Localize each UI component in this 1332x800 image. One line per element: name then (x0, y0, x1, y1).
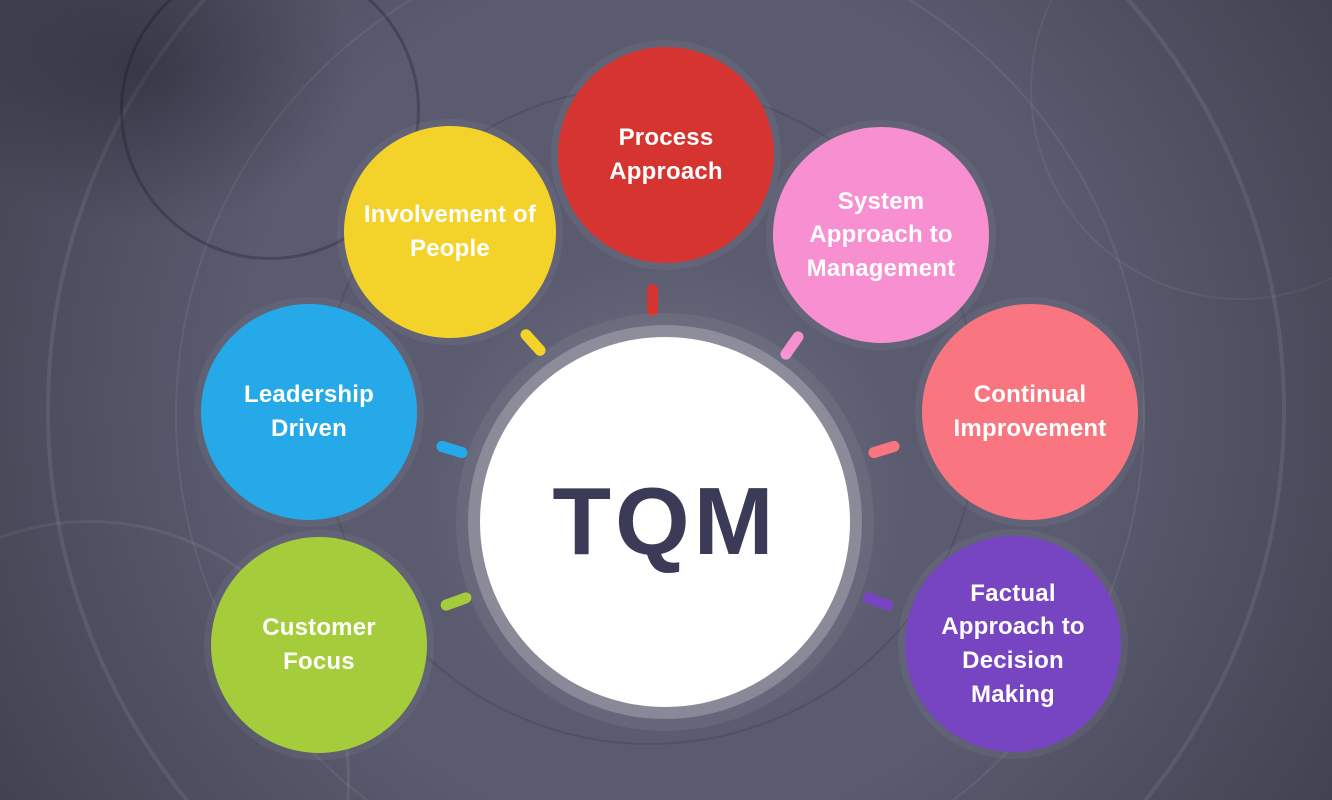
connector-dash-leadership (435, 439, 469, 460)
connector-dash-continual (867, 439, 901, 460)
principle-label-leadership-driven: Leadership Driven (243, 381, 375, 442)
connector-dash-system-approach (778, 329, 806, 362)
principle-circle-system-approach: System Approach to Management (773, 127, 989, 343)
principle-circle-factual-approach: Factual Approach to Decision Making (905, 536, 1121, 752)
principle-circle-leadership-driven: Leadership Driven (201, 304, 417, 520)
principle-label-system-approach: System Approach to Management (806, 187, 956, 282)
connector-dash-factual-approach (861, 590, 895, 613)
connector-dash-involvement (518, 326, 548, 359)
principle-label-customer-focus: Customer Focus (262, 614, 376, 675)
background-corner-shadow (0, 0, 360, 230)
principle-circle-involvement-of-people: Involvement of People (344, 126, 556, 338)
connector-dash-customer-focus (439, 590, 473, 613)
principle-circle-continual-improvement: Continual Improvement (922, 304, 1138, 520)
background-swirl (1030, 0, 1332, 300)
center-circle-tqm: TQM (480, 337, 850, 707)
principle-circle-process-approach: Process Approach (558, 47, 774, 263)
connector-dash-process-approach (647, 284, 658, 316)
principle-label-factual-approach: Factual Approach to Decision Making (941, 579, 1085, 708)
principle-label-continual-improvement: Continual Improvement (953, 381, 1107, 442)
center-label-tqm: TQM (552, 468, 778, 575)
principle-circle-customer-focus: Customer Focus (211, 537, 427, 753)
principle-label-process-approach: Process Approach (609, 124, 723, 185)
principle-label-involvement-of-people: Involvement of People (363, 201, 537, 262)
